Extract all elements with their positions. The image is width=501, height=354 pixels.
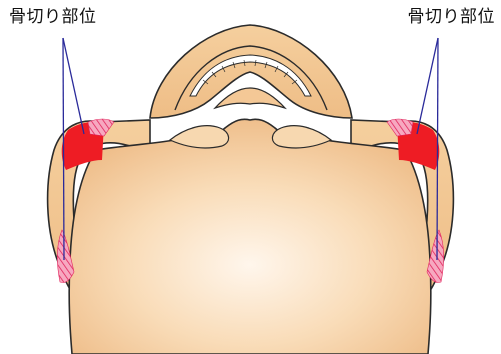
nasal-notch — [215, 88, 285, 108]
left-pointer-line-upper — [63, 38, 84, 134]
right-pointer-line-upper — [417, 38, 438, 134]
right-osteotomy-label: 骨切り部位 — [408, 9, 496, 26]
cranium — [69, 119, 431, 354]
left-osteotomy-label: 骨切り部位 — [9, 9, 97, 26]
